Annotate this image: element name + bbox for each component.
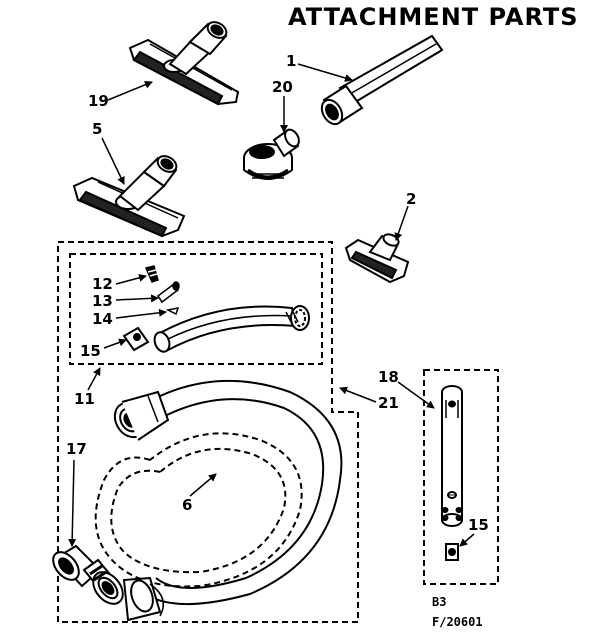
part-6-hose (94, 379, 343, 622)
leader-lines (68, 63, 475, 547)
hose-assembly-boundary (57, 241, 359, 623)
callout-15-left: 15 (80, 342, 101, 360)
part-14-pin (165, 307, 180, 316)
part-20-adapter (243, 128, 300, 180)
leader-15a (103, 338, 127, 349)
callout-17: 17 (66, 440, 87, 458)
leader-2 (394, 205, 409, 241)
part-15-swivel-left (122, 326, 150, 352)
callout-20: 20 (272, 78, 293, 96)
callout-21: 21 (378, 394, 399, 412)
leader-21 (339, 386, 377, 403)
part-5-floor-brush (72, 155, 186, 238)
leader-5 (101, 137, 125, 185)
leader-19 (107, 80, 153, 101)
callout-6: 6 (182, 496, 192, 514)
part-1-extension-wand (320, 34, 444, 126)
callout-11: 11 (74, 390, 95, 408)
footer-code-b3: B3 (432, 595, 446, 609)
part-2-small-nozzle (344, 233, 410, 284)
part-13-clip (156, 281, 180, 304)
leader-17 (68, 459, 77, 547)
callout-15-right: 15 (468, 516, 489, 534)
leader-11 (87, 367, 101, 391)
callout-1: 1 (286, 52, 296, 70)
part-17-coupling (52, 544, 124, 605)
repair-kit-boundary (69, 253, 323, 365)
callout-14: 14 (92, 310, 113, 328)
diagram-title: ATTACHMENT PARTS (288, 3, 579, 31)
leader-15b (459, 533, 475, 547)
callout-18: 18 (378, 368, 399, 386)
leader-1 (297, 63, 353, 82)
leader-13 (115, 294, 159, 303)
footer-code-figure: F/20601 (432, 615, 483, 629)
part-19-upholstery-nozzle (128, 21, 240, 106)
leader-14 (115, 308, 167, 319)
leader-12 (115, 273, 147, 285)
leader-18 (397, 381, 435, 409)
callout-13: 13 (92, 292, 113, 310)
callout-2: 2 (406, 190, 416, 208)
callout-5: 5 (92, 120, 102, 138)
part-18-handle (441, 385, 463, 527)
callout-19: 19 (88, 92, 109, 110)
kit-hose-cuff (153, 305, 310, 353)
handle-assembly-boundary (423, 369, 499, 585)
callout-12: 12 (92, 275, 113, 293)
part-12-screw (144, 265, 159, 283)
part-15-swivel-right (445, 543, 459, 561)
leader-6 (189, 473, 217, 497)
